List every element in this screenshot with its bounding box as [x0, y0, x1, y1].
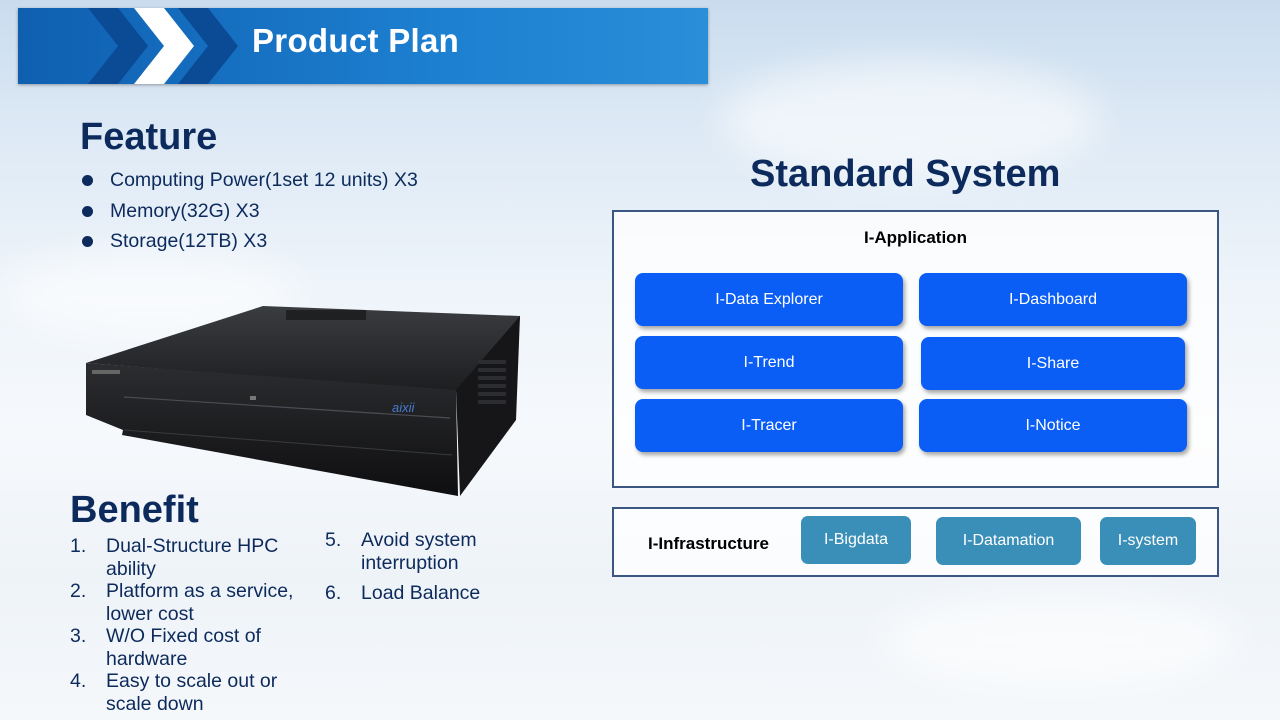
- background-cloud: [720, 60, 1100, 180]
- benefit-item: 4.Easy to scale out or scale down: [70, 670, 278, 715]
- infrastructure-layer-title: I-Infrastructure: [648, 534, 769, 553]
- benefit-item: 2.Platform as a service, lower cost: [70, 580, 294, 625]
- benefit-item: 1.Dual-Structure HPC ability: [70, 535, 279, 580]
- system-heading: Standard System: [750, 153, 1061, 195]
- background-cloud: [880, 590, 1240, 690]
- feature-item: Computing Power(1set 12 units) X3: [80, 165, 418, 196]
- module-button-system[interactable]: I-system: [1100, 517, 1196, 565]
- module-button-tracer[interactable]: I-Tracer: [635, 399, 903, 452]
- feature-list: Computing Power(1set 12 units) X3 Memory…: [80, 165, 418, 257]
- bullet-icon: [82, 236, 93, 247]
- module-button-notice[interactable]: I-Notice: [919, 399, 1187, 452]
- title-banner: Product Plan: [18, 8, 708, 84]
- benefit-item: 6.Load Balance: [325, 582, 481, 604]
- benefit-item: 3.W/O Fixed cost of hardware: [70, 625, 261, 670]
- benefit-list: 5.Avoid system interruption 6.Load Balan…: [325, 529, 525, 605]
- server-image: aixii: [86, 306, 520, 496]
- module-button-share[interactable]: I-Share: [921, 337, 1185, 390]
- server-brand-logo: aixii: [392, 400, 416, 415]
- feature-item: Memory(32G) X3: [80, 196, 418, 227]
- application-layer-box: I-Application I-Data Explorer I-Dashboar…: [612, 210, 1219, 488]
- module-button-dashboard[interactable]: I-Dashboard: [919, 273, 1187, 326]
- module-button-datamation[interactable]: I-Datamation: [936, 517, 1081, 565]
- chevron-icon: [134, 8, 194, 84]
- module-button-trend[interactable]: I-Trend: [635, 336, 903, 389]
- feature-heading: Feature: [80, 116, 218, 158]
- application-layer-title: I-Application: [864, 228, 967, 247]
- feature-item: Storage(12TB) X3: [80, 226, 418, 257]
- bullet-icon: [82, 205, 93, 217]
- infrastructure-layer-box: I-Infrastructure I-Bigdata I-Datamation …: [612, 507, 1219, 577]
- benefit-item: 5.Avoid system interruption: [325, 529, 477, 574]
- benefit-heading: Benefit: [70, 489, 199, 531]
- module-button-bigdata[interactable]: I-Bigdata: [801, 516, 911, 564]
- bullet-icon: [82, 175, 93, 186]
- benefit-list: 1.Dual-Structure HPC ability 2.Platform …: [70, 535, 310, 715]
- chevron-icon: [178, 8, 238, 84]
- chevron-icon: [88, 8, 148, 84]
- page-title: Product Plan: [252, 22, 460, 59]
- module-button-data-explorer[interactable]: I-Data Explorer: [635, 273, 903, 326]
